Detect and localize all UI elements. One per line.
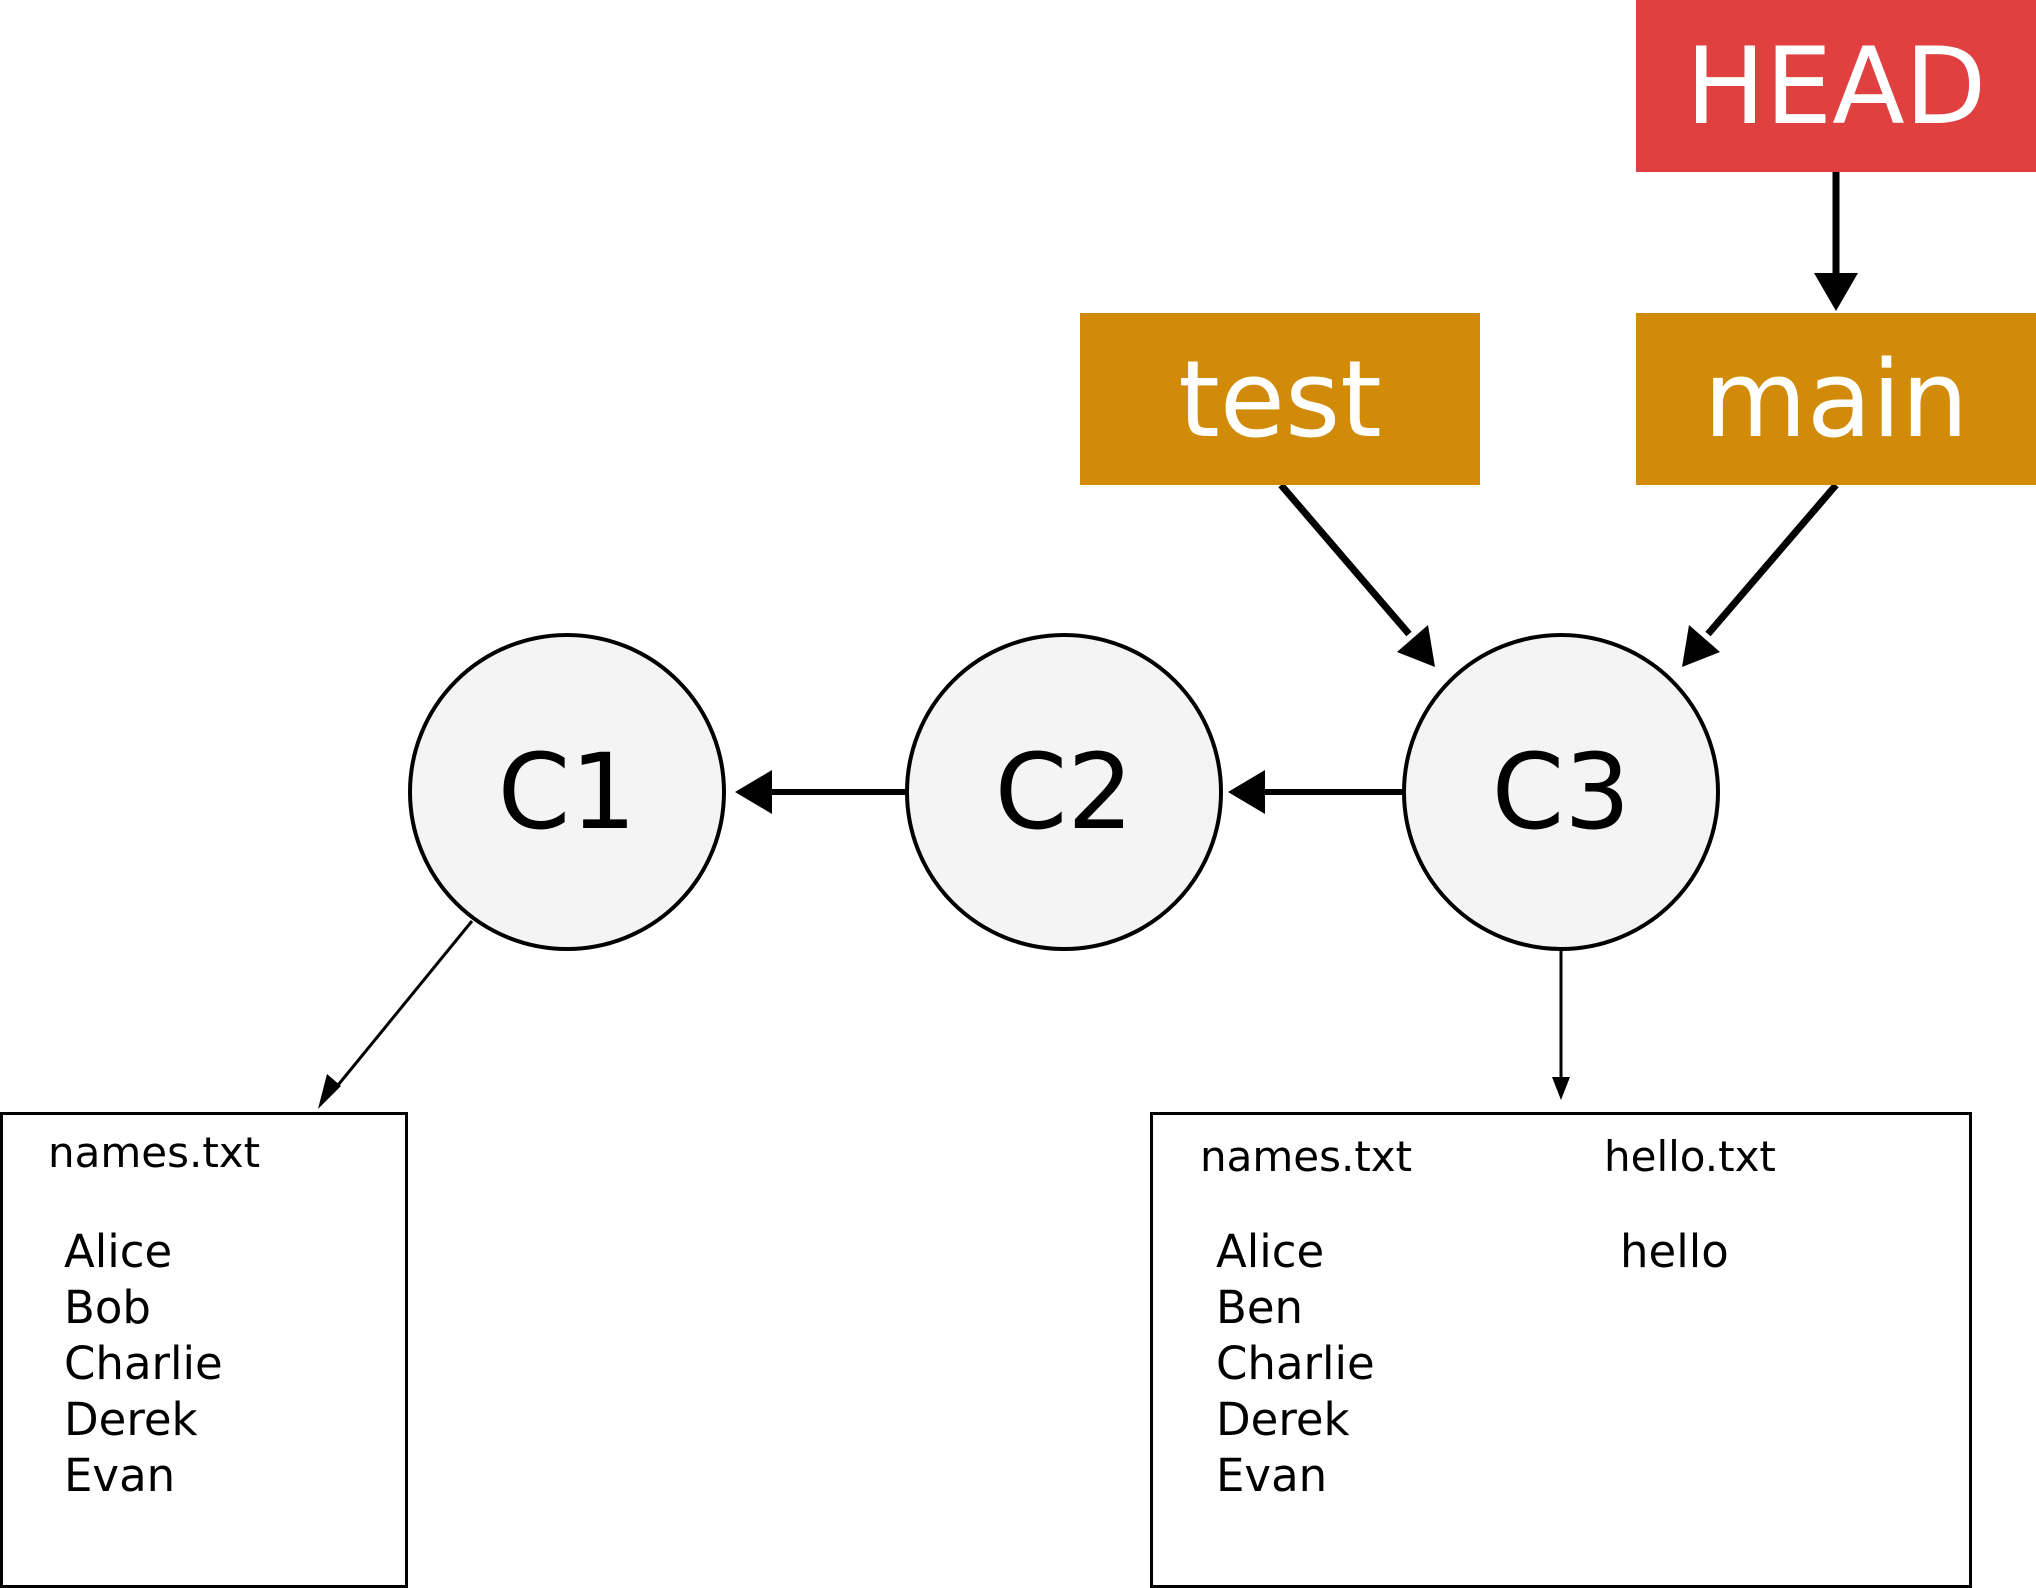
branch-test-label: test: [1178, 337, 1382, 461]
file-line: Derek: [64, 1393, 198, 1446]
file-contents: hello: [1620, 1224, 1729, 1280]
commit-label: C2: [995, 731, 1134, 853]
file-line: Ben: [1216, 1281, 1304, 1334]
head-ref: HEAD: [1636, 0, 2036, 172]
commit-c1: C1: [408, 633, 726, 951]
arrow-main-to-c3: [1682, 482, 1839, 667]
arrow-c2-to-c1: [735, 770, 907, 814]
arrow-test-to-c3: [1278, 482, 1435, 667]
branch-main-label: main: [1703, 337, 1969, 461]
commit-c3: C3: [1402, 633, 1720, 951]
file-name: names.txt: [1200, 1132, 1413, 1181]
file-contents: Alice Ben Charlie Derek Evan: [1216, 1224, 1375, 1504]
file-contents: Alice Bob Charlie Derek Evan: [64, 1224, 223, 1504]
file-line: Derek: [1216, 1393, 1350, 1446]
file-line: Bob: [64, 1281, 151, 1334]
file-name: names.txt: [48, 1128, 261, 1177]
snapshot-c1: [0, 1112, 408, 1588]
head-ref-label: HEAD: [1685, 24, 1987, 148]
file-line: Evan: [64, 1449, 176, 1502]
snapshot-c3: [1150, 1112, 1972, 1588]
file-line: Alice: [1216, 1225, 1325, 1278]
file-name: hello.txt: [1604, 1132, 1776, 1181]
commit-c2: C2: [905, 633, 1223, 951]
commit-label: C3: [1492, 731, 1631, 853]
file-line: Evan: [1216, 1449, 1328, 1502]
arrow-head-to-main: [1814, 172, 1858, 311]
arrow-c3-to-c2: [1228, 770, 1404, 814]
file-line: Charlie: [1216, 1337, 1375, 1390]
branch-test: test: [1080, 313, 1480, 485]
arrow-c3-to-snapshot: [1552, 950, 1570, 1100]
file-line: Alice: [64, 1225, 173, 1278]
arrow-c1-to-snapshot: [318, 920, 474, 1109]
commit-label: C1: [498, 731, 637, 853]
file-line: hello: [1620, 1225, 1729, 1278]
file-line: Charlie: [64, 1337, 223, 1390]
branch-main: main: [1636, 313, 2036, 485]
